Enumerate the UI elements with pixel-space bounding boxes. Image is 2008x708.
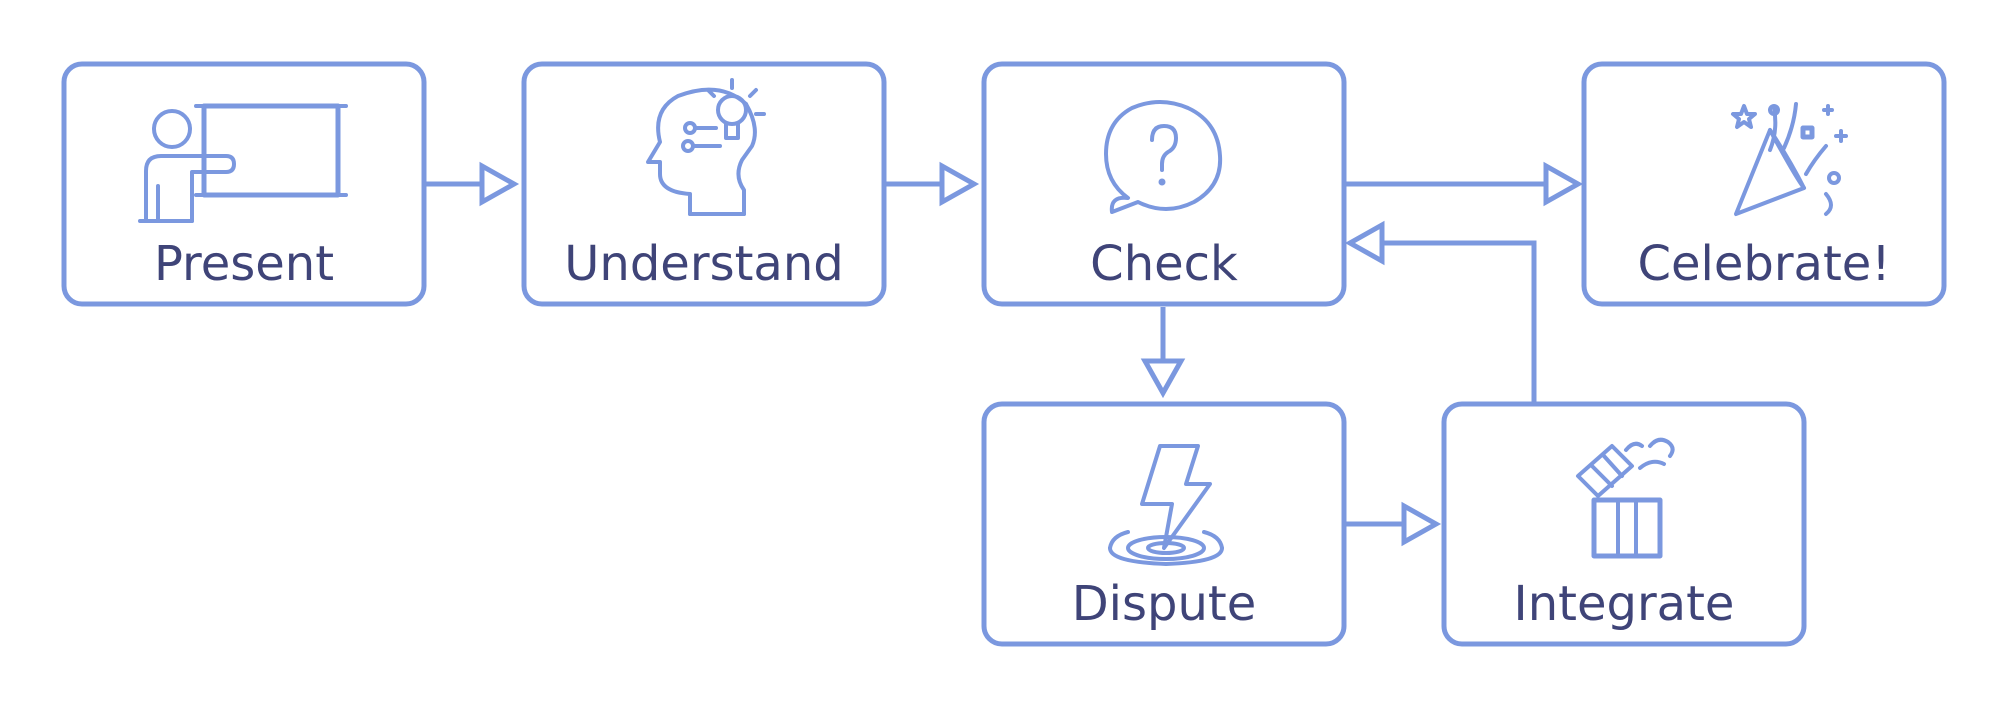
head-lightbulb-icon: [646, 78, 766, 216]
connector-understand-check: [886, 161, 980, 207]
lightning-impact-icon: [1108, 444, 1224, 566]
connector-dispute-integrate: [1346, 501, 1442, 547]
step-celebrate-label: Celebrate!: [1637, 236, 1890, 292]
connector-integrate-check: [1344, 220, 1537, 404]
connector-check-celebrate: [1346, 161, 1584, 207]
connectors: [426, 161, 1584, 547]
step-understand-label: Understand: [564, 236, 843, 292]
step-integrate-label: Integrate: [1514, 576, 1735, 632]
presenter-whiteboard-icon: [138, 103, 348, 223]
connector-present-understand: [426, 161, 520, 207]
step-dispute-label: Dispute: [1072, 576, 1257, 632]
step-check-label: Check: [1090, 236, 1238, 292]
step-understand: Understand: [521, 61, 887, 307]
step-check: Check: [981, 61, 1347, 307]
step-celebrate: Celebrate!: [1581, 61, 1947, 307]
step-dispute: Dispute: [981, 401, 1347, 647]
step-present-label: Present: [154, 236, 334, 292]
connector-check-dispute: [1140, 307, 1186, 399]
party-popper-icon: [1731, 102, 1848, 216]
gift-box-icon: [1576, 437, 1675, 559]
step-integrate: Integrate: [1441, 401, 1807, 647]
step-present: Present: [61, 61, 427, 307]
question-bubble-icon: [1104, 100, 1223, 214]
